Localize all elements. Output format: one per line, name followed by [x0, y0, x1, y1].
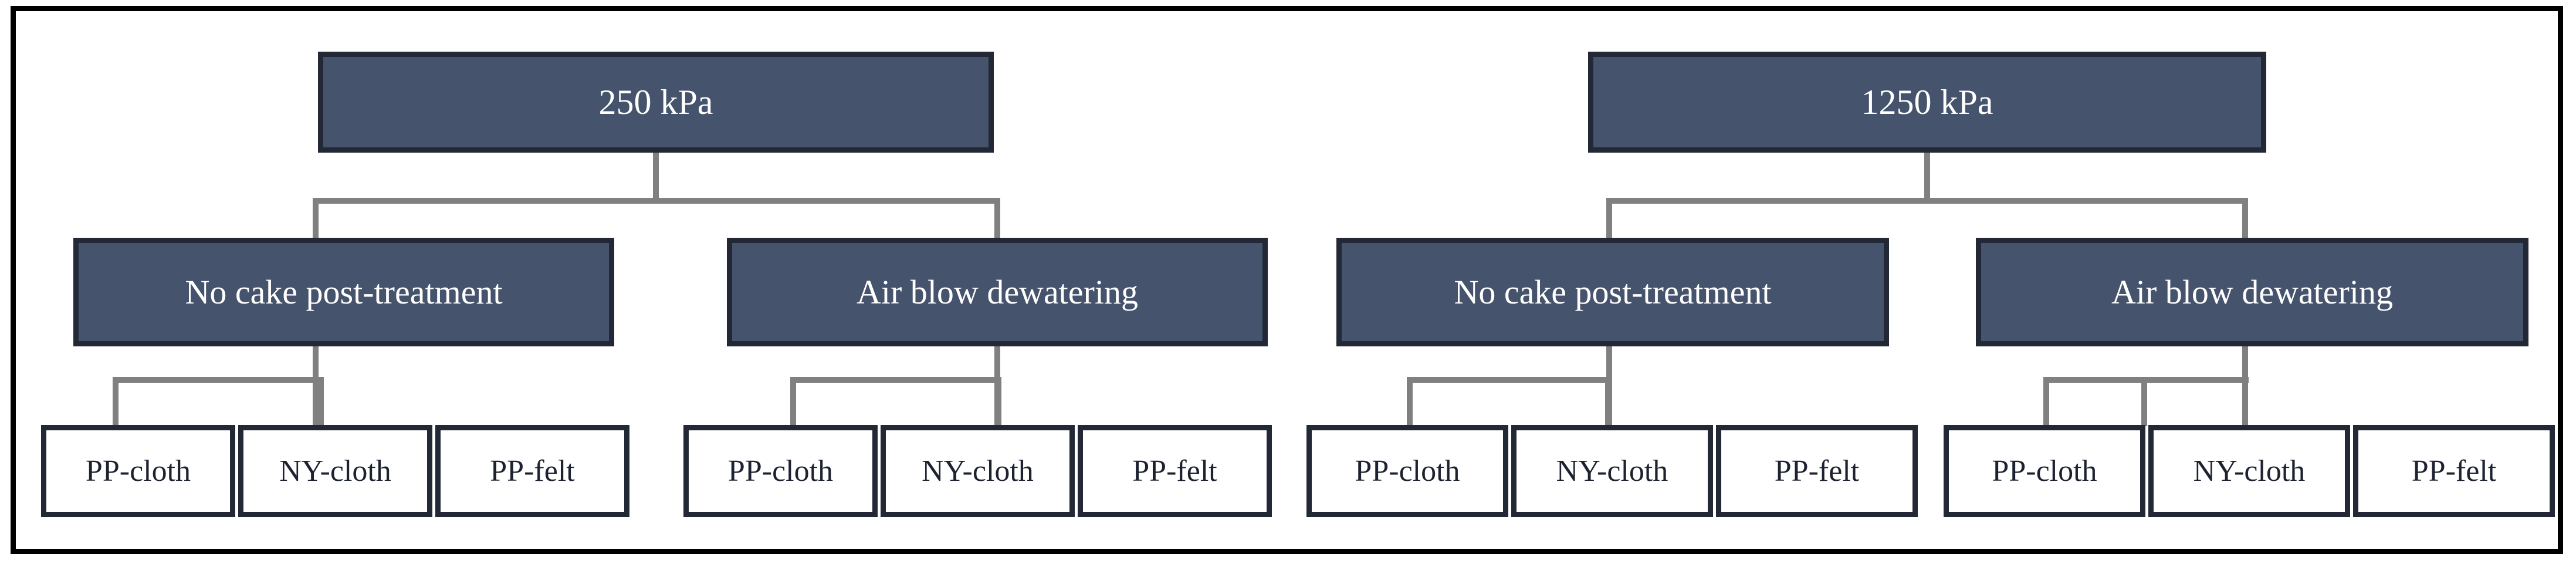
mid-node-air-blow-dewatering-1250[interactable]: Air blow dewatering: [1976, 238, 2528, 346]
leaf-node-pp-felt-air-blow-250-label: PP-felt: [1132, 454, 1217, 488]
leaf-node-ny-cloth-no-cake-1250-label: NY-cloth: [1556, 454, 1668, 488]
leaf-node-pp-cloth-no-cake-250[interactable]: PP-cloth: [41, 425, 235, 517]
leaf-node-pp-cloth-air-blow-250[interactable]: PP-cloth: [683, 425, 878, 517]
root-node-250kpa-label: 250 kPa: [598, 83, 713, 122]
leaf-node-ny-cloth-air-blow-250[interactable]: NY-cloth: [881, 425, 1075, 517]
leaf-node-ny-cloth-no-cake-250-label: NY-cloth: [279, 454, 391, 488]
mid-node-air-blow-dewatering-1250-label: Air blow dewatering: [2111, 272, 2393, 311]
leaf-node-ny-cloth-air-blow-250-label: NY-cloth: [922, 454, 1034, 488]
leaf-node-pp-cloth-air-blow-1250[interactable]: PP-cloth: [1944, 425, 2145, 517]
leaf-node-ny-cloth-air-blow-1250[interactable]: NY-cloth: [2148, 425, 2350, 517]
leaf-node-pp-cloth-no-cake-1250-label: PP-cloth: [1355, 454, 1460, 488]
mid-node-no-cake-post-treatment-250[interactable]: No cake post-treatment: [73, 238, 614, 346]
leaf-node-ny-cloth-air-blow-1250-label: NY-cloth: [2193, 454, 2306, 488]
mid-node-air-blow-dewatering-250[interactable]: Air blow dewatering: [727, 238, 1268, 346]
mid-node-no-cake-post-treatment-1250-label: No cake post-treatment: [1454, 272, 1772, 311]
mid-node-air-blow-dewatering-250-label: Air blow dewatering: [857, 272, 1138, 311]
leaf-node-ny-cloth-no-cake-250[interactable]: NY-cloth: [238, 425, 432, 517]
leaf-node-pp-felt-no-cake-250[interactable]: PP-felt: [435, 425, 629, 517]
leaf-node-pp-felt-air-blow-1250[interactable]: PP-felt: [2353, 425, 2555, 517]
leaf-node-pp-felt-air-blow-250[interactable]: PP-felt: [1078, 425, 1272, 517]
mid-node-no-cake-post-treatment-1250[interactable]: No cake post-treatment: [1336, 238, 1889, 346]
leaf-node-pp-cloth-no-cake-250-label: PP-cloth: [85, 454, 191, 488]
root-node-1250kpa-label: 1250 kPa: [1861, 83, 1993, 122]
leaf-node-pp-felt-no-cake-1250[interactable]: PP-felt: [1716, 425, 1918, 517]
leaf-node-ny-cloth-no-cake-1250[interactable]: NY-cloth: [1511, 425, 1713, 517]
root-node-250kpa[interactable]: 250 kPa: [318, 52, 994, 153]
leaf-node-pp-cloth-air-blow-250-label: PP-cloth: [727, 454, 834, 488]
mid-node-no-cake-post-treatment-250-label: No cake post-treatment: [185, 272, 503, 311]
leaf-node-pp-felt-no-cake-1250-label: PP-felt: [1774, 454, 1860, 488]
root-node-1250kpa[interactable]: 1250 kPa: [1588, 52, 2266, 153]
leaf-node-pp-cloth-air-blow-1250-label: PP-cloth: [1992, 454, 2097, 488]
leaf-node-pp-felt-no-cake-250-label: PP-felt: [490, 454, 575, 488]
leaf-node-pp-felt-air-blow-1250-label: PP-felt: [2411, 454, 2497, 488]
leaf-node-pp-cloth-no-cake-1250[interactable]: PP-cloth: [1306, 425, 1508, 517]
